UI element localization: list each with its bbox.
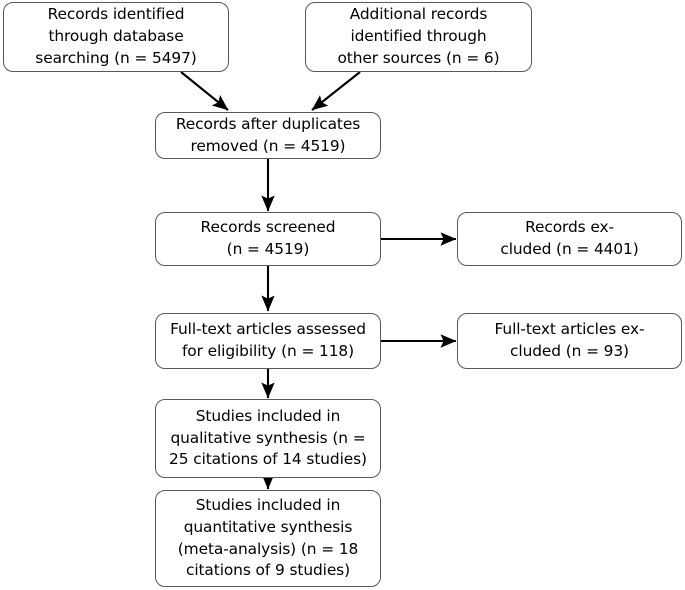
node-full-text-articles-assessed: Full-text articles assessed for eligibil…: [155, 313, 381, 369]
node-records-excluded: Records ex- cluded (n = 4401): [457, 212, 682, 266]
node-studies-qualitative-synthesis: Studies included in qualitative synthesi…: [155, 399, 381, 478]
node-records-after-duplicates-removed: Records after duplicates removed (n = 45…: [155, 112, 381, 159]
arrow-additional-to-duplicates: [311, 71, 361, 111]
node-records-identified-database: Records identified through database sear…: [3, 2, 229, 72]
arrow-identified-to-duplicates: [180, 71, 229, 111]
node-studies-quantitative-synthesis: Studies included in quantitative synthes…: [155, 490, 381, 587]
node-additional-records-other-sources: Additional records identified through ot…: [305, 2, 532, 72]
node-full-text-articles-excluded: Full-text articles ex- cluded (n = 93): [457, 313, 682, 369]
node-records-screened: Records screened (n = 4519): [155, 212, 381, 266]
